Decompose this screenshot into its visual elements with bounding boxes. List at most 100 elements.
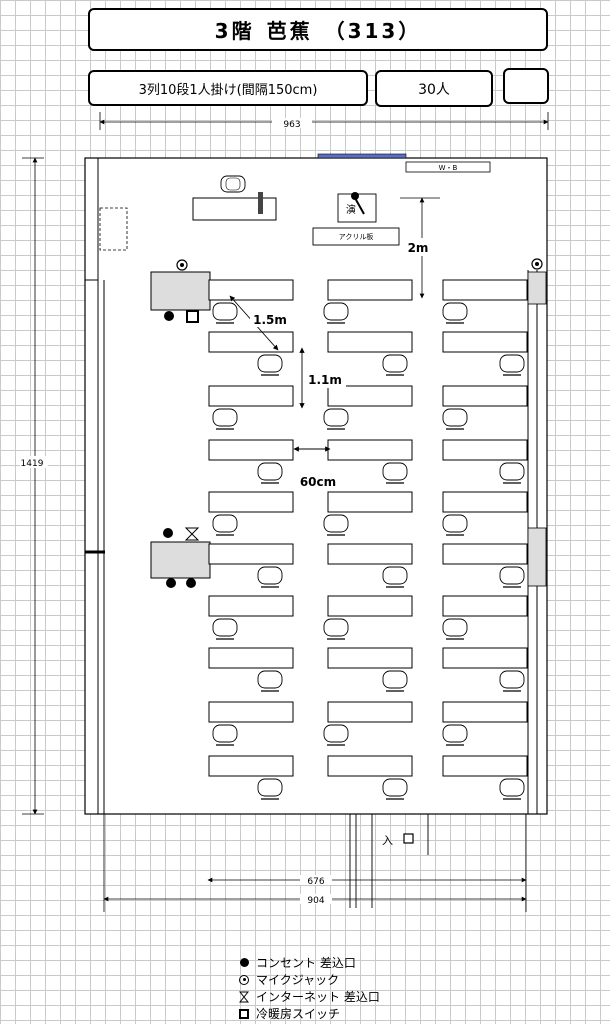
chair: [499, 462, 525, 481]
chair: [257, 670, 283, 689]
desk: [208, 385, 294, 407]
ac-switch-icon: [239, 1008, 249, 1019]
chair: [382, 566, 408, 585]
top-dimension: 963: [99, 112, 549, 130]
chair: [257, 566, 283, 585]
desk: [208, 647, 294, 669]
chair: [323, 408, 349, 427]
podium-mic-icon: [351, 192, 359, 200]
entrance: 入: [349, 814, 429, 908]
front-gap-dimension: 2m: [400, 197, 440, 299]
svg-text:演: 演: [346, 203, 356, 216]
chair: [257, 354, 283, 373]
chair: [382, 778, 408, 797]
lecturer-desk: [192, 175, 277, 221]
seating: [208, 279, 528, 800]
left-dimension: 1419: [20, 157, 48, 815]
desk: [327, 279, 413, 301]
chair: [323, 618, 349, 637]
room-title: 3階 芭蕉 （313）: [88, 8, 548, 51]
desk: [208, 543, 294, 565]
chair: [382, 354, 408, 373]
chair: [323, 302, 349, 321]
chair: [212, 514, 238, 533]
chair: [442, 724, 468, 743]
desk: [208, 755, 294, 777]
chair: [257, 778, 283, 797]
bottom-dimension-outer: 904: [103, 814, 527, 912]
dashed-area: [99, 207, 128, 251]
desk-gap-dimension: 1.5m: [229, 295, 290, 351]
chair: [499, 778, 525, 797]
svg-text:676: 676: [307, 877, 324, 887]
desk: [327, 701, 413, 723]
desk: [327, 543, 413, 565]
chair: [442, 408, 468, 427]
desk: [442, 595, 528, 617]
desk: [208, 439, 294, 461]
room-number: （313）: [324, 19, 422, 43]
floor-label: 3階: [214, 19, 255, 43]
height-label: 1419: [21, 459, 44, 469]
blank-box: [503, 68, 549, 104]
desk: [327, 755, 413, 777]
chair: [212, 618, 238, 637]
chair: [442, 302, 468, 321]
svg-text:1.1m: 1.1m: [308, 373, 342, 387]
chair: [257, 462, 283, 481]
chair: [382, 670, 408, 689]
pillar-lower: [527, 527, 547, 587]
chair: [499, 670, 525, 689]
desk: [327, 595, 413, 617]
desk: [327, 491, 413, 513]
chair: [323, 724, 349, 743]
chair: [499, 566, 525, 585]
svg-text:W・B: W・B: [439, 164, 458, 172]
svg-text:1.5m: 1.5m: [253, 313, 287, 327]
desk: [442, 701, 528, 723]
desk: [442, 331, 528, 353]
desk: [442, 647, 528, 669]
chair: [212, 408, 238, 427]
svg-text:アクリル板: アクリル板: [339, 232, 374, 241]
desk: [442, 439, 528, 461]
desk: [208, 701, 294, 723]
desk: [442, 543, 528, 565]
top-width-label: 963: [283, 120, 300, 130]
chair: [442, 618, 468, 637]
svg-text:2m: 2m: [408, 241, 429, 255]
acrylic-board: アクリル板: [312, 227, 400, 246]
svg-text:904: 904: [307, 896, 324, 906]
outlet-icon: [239, 958, 249, 967]
desk: [208, 595, 294, 617]
lan-icon: [239, 991, 249, 1002]
equipment-upper-left: [150, 259, 211, 323]
legend-item-ac-switch: 冷暖房スイッチ: [236, 1005, 436, 1022]
svg-text:60cm: 60cm: [300, 475, 336, 489]
whiteboard: W・B: [405, 161, 491, 173]
legend-item-outlet: コンセント 差込口: [236, 954, 436, 971]
bottom-dimension-inner: 676: [207, 875, 527, 887]
desk: [208, 491, 294, 513]
legend-item-lan: インターネット 差込口: [236, 988, 436, 1005]
desk: [442, 279, 528, 301]
pillar-upper: [527, 271, 547, 305]
desk: [327, 385, 413, 407]
desk: [442, 491, 528, 513]
podium: 演: [337, 192, 377, 223]
chair: [323, 514, 349, 533]
layout-description: 3列10段1人掛け(間隔150cm): [88, 70, 368, 106]
legend: コンセント 差込口 マイクジャック インターネット 差込口 冷暖房スイッチ: [236, 954, 436, 1022]
desk: [208, 279, 294, 301]
svg-text:入: 入: [382, 834, 393, 847]
desk: [442, 755, 528, 777]
legend-item-mic-jack: マイクジャック: [236, 971, 436, 988]
desk: [208, 331, 294, 353]
capacity-box: 30人: [375, 70, 493, 107]
row-gap-dimension: 1.1m: [299, 347, 346, 409]
screen-bar: [317, 153, 407, 159]
chair: [442, 514, 468, 533]
chair: [212, 724, 238, 743]
desk: [327, 647, 413, 669]
